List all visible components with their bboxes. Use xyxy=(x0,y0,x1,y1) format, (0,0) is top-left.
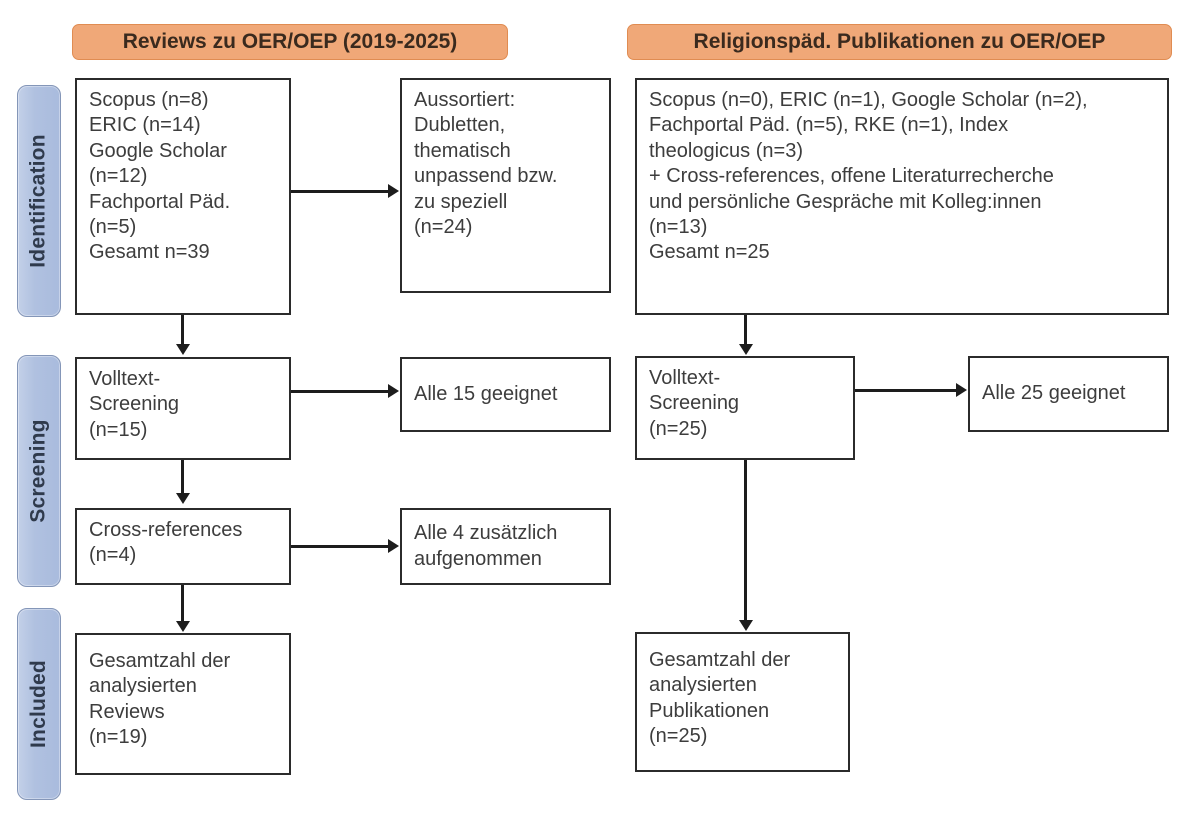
stage-label-screening: Screening xyxy=(27,419,50,523)
connector-right-fulltext-to-included xyxy=(744,460,747,620)
included-line: Gesamtzahl der xyxy=(89,650,231,672)
connector-right-ident-to-fulltext xyxy=(744,315,747,344)
excluded-line: zu speziell xyxy=(414,190,508,213)
box-right-identification-sources: Scopus (n=0), ERIC (n=1), Google Scholar… xyxy=(635,78,1169,315)
connector-left-fulltext-to-crossrefs xyxy=(181,460,184,493)
stage-label-included: Included xyxy=(27,660,51,748)
included-line: (n=25) xyxy=(649,725,708,748)
source-line: Fachportal Päd. (n=5), RKE (n=1), Index xyxy=(649,114,1009,137)
result-line: Alle 4 zusätzlich xyxy=(414,522,558,545)
box-left-included-total: Gesamtzahl der analysierten Reviews (n=1… xyxy=(75,633,291,775)
arrowhead-left-fulltext-to-crossrefs xyxy=(176,493,190,504)
arrowhead-right-ident-to-fulltext xyxy=(739,344,753,355)
box-left-excluded: Aussortiert: Dubletten, thematisch unpas… xyxy=(400,78,611,293)
source-line: Scopus (n=8) xyxy=(89,89,209,111)
excluded-line: thematisch xyxy=(414,139,511,162)
source-line: (n=12) xyxy=(89,165,148,188)
stage-pill-screening: Screening xyxy=(17,355,61,587)
fulltext-line: (n=25) xyxy=(649,417,708,440)
source-line: Gesamt n=39 xyxy=(89,241,210,264)
included-line: Reviews xyxy=(89,700,165,723)
box-left-fulltext-screening: Volltext- Screening (n=15) xyxy=(75,357,291,460)
box-left-crossrefs: Cross-references (n=4) xyxy=(75,508,291,585)
included-line: Gesamtzahl der xyxy=(649,649,791,671)
excluded-line: unpassend bzw. xyxy=(414,165,558,188)
excluded-line: Aussortiert: xyxy=(414,89,516,111)
included-line: (n=19) xyxy=(89,726,148,749)
crossrefs-line: (n=4) xyxy=(89,544,137,567)
arrowhead-left-crossrefs-to-result xyxy=(388,539,399,553)
crossrefs-line: Cross-references xyxy=(89,519,243,541)
source-line: + Cross-references, offene Literaturrech… xyxy=(649,165,1054,188)
included-line: analysierten xyxy=(649,674,757,697)
connector-left-ident-to-excluded xyxy=(291,190,388,193)
fulltext-line: Volltext- xyxy=(649,367,721,389)
result-line: aufgenommen xyxy=(414,547,542,570)
source-line: Gesamt n=25 xyxy=(649,241,770,264)
arrowhead-left-ident-to-excluded xyxy=(388,184,399,198)
connector-left-ident-to-fulltext xyxy=(181,315,184,344)
result-line: Alle 25 geeignet xyxy=(982,382,1126,405)
fulltext-line: Screening xyxy=(649,392,740,415)
arrowhead-right-fulltext-to-included xyxy=(739,620,753,631)
connector-right-fulltext-to-result xyxy=(855,389,956,392)
box-left-crossrefs-result: Alle 4 zusätzlich aufgenommen xyxy=(400,508,611,585)
source-line: theologicus (n=3) xyxy=(649,139,803,162)
excluded-line: Dubletten, xyxy=(414,114,506,137)
source-line: (n=5) xyxy=(89,215,137,238)
source-line: Google Scholar xyxy=(89,139,227,162)
source-line: und persönliche Gespräche mit Kolleg:inn… xyxy=(649,190,1042,213)
box-right-included-total: Gesamtzahl der analysierten Publikatione… xyxy=(635,632,850,772)
fulltext-line: Screening xyxy=(89,393,180,416)
box-right-fulltext-screening: Volltext- Screening (n=25) xyxy=(635,356,855,460)
fulltext-line: Volltext- xyxy=(89,368,161,390)
connector-left-crossrefs-to-included xyxy=(181,585,184,621)
fulltext-line: (n=15) xyxy=(89,418,148,441)
source-line: Fachportal Päd. xyxy=(89,190,231,213)
result-line: Alle 15 geeignet xyxy=(414,382,558,405)
included-line: analysierten xyxy=(89,675,197,698)
box-right-fulltext-result: Alle 25 geeignet xyxy=(968,356,1169,432)
excluded-line: (n=24) xyxy=(414,215,473,238)
source-line: Scopus (n=0), ERIC (n=1), Google Scholar… xyxy=(649,89,1088,111)
stage-pill-identification: Identification xyxy=(17,85,61,317)
arrowhead-right-fulltext-to-result xyxy=(956,383,967,397)
arrowhead-left-ident-to-fulltext xyxy=(176,344,190,355)
connector-left-fulltext-to-result xyxy=(291,390,388,393)
box-left-fulltext-result: Alle 15 geeignet xyxy=(400,357,611,432)
arrowhead-left-fulltext-to-result xyxy=(388,384,399,398)
arrowhead-left-crossrefs-to-included xyxy=(176,621,190,632)
source-line: ERIC (n=14) xyxy=(89,114,201,137)
column-header-reviews: Reviews zu OER/OEP (2019-2025) xyxy=(72,24,508,60)
column-header-religionspaed: Religionspäd. Publikationen zu OER/OEP xyxy=(627,24,1172,60)
included-line: Publikationen xyxy=(649,699,770,722)
box-left-identification-sources: Scopus (n=8) ERIC (n=14) Google Scholar … xyxy=(75,78,291,315)
stage-pill-included: Included xyxy=(17,608,61,800)
source-line: (n=13) xyxy=(649,215,708,238)
connector-left-crossrefs-to-result xyxy=(291,545,388,548)
stage-label-identification: Identification xyxy=(27,134,50,268)
